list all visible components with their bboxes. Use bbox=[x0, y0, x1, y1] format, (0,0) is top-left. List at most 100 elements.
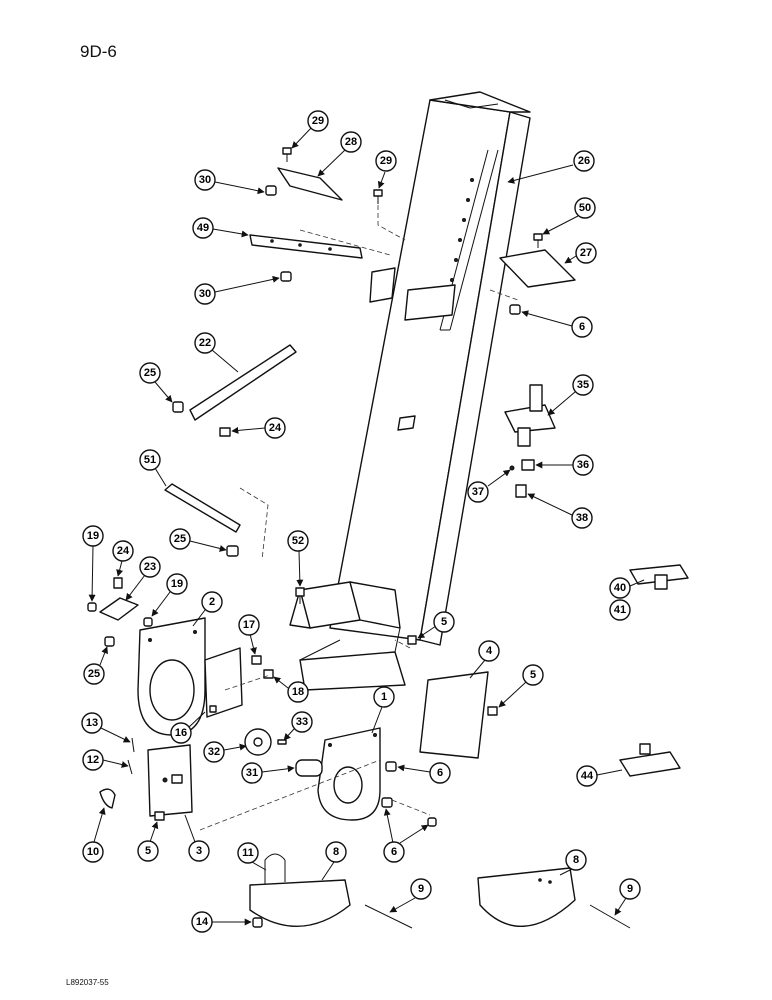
latch-40-41 bbox=[629, 564, 689, 590]
elevator-tube bbox=[289, 91, 531, 691]
latch-10 bbox=[99, 788, 116, 809]
callout-17: 17 bbox=[238, 614, 260, 636]
bolt-18 bbox=[263, 669, 274, 679]
svg-text:5: 5 bbox=[530, 669, 536, 681]
bolt-24 bbox=[219, 427, 231, 437]
callout-29-a: 29 bbox=[307, 110, 329, 132]
svg-text:19: 19 bbox=[87, 530, 99, 542]
callout-5-c: 5 bbox=[137, 840, 159, 862]
callout-31: 31 bbox=[241, 762, 263, 784]
svg-text:30: 30 bbox=[199, 174, 211, 186]
cover-4 bbox=[419, 671, 489, 759]
svg-text:6: 6 bbox=[391, 846, 397, 858]
nut-19-right bbox=[143, 617, 153, 627]
svg-text:40: 40 bbox=[614, 582, 626, 594]
callout-24-a: 24 bbox=[264, 417, 286, 439]
brace-22 bbox=[189, 344, 297, 421]
callout-6-b: 6 bbox=[429, 762, 451, 784]
strap-51 bbox=[164, 483, 241, 533]
svg-text:24: 24 bbox=[269, 422, 282, 434]
svg-text:8: 8 bbox=[573, 854, 579, 866]
shield-8-right bbox=[477, 867, 576, 927]
callout-9-b: 9 bbox=[619, 878, 641, 900]
bolt-5-right bbox=[487, 706, 498, 716]
latch-44 bbox=[619, 743, 681, 777]
svg-text:6: 6 bbox=[437, 767, 443, 779]
callout-33: 33 bbox=[291, 711, 313, 733]
callout-8-b: 8 bbox=[565, 849, 587, 871]
svg-text:22: 22 bbox=[199, 337, 211, 349]
callout-52: 52 bbox=[287, 530, 309, 552]
bushing-31 bbox=[295, 759, 323, 777]
assembly-lines bbox=[199, 205, 519, 831]
svg-text:8: 8 bbox=[333, 846, 339, 858]
callouts: 29 28 29 26 30 50 49 27 30 6 22 25 24 35… bbox=[81, 110, 645, 933]
bracket-28 bbox=[277, 167, 343, 201]
page-number: 9D-6 bbox=[80, 42, 117, 61]
svg-text:41: 41 bbox=[614, 604, 626, 616]
svg-text:28: 28 bbox=[345, 136, 357, 148]
svg-text:5: 5 bbox=[145, 845, 151, 857]
nut-6-lower bbox=[381, 797, 437, 827]
callout-5-a: 5 bbox=[433, 611, 455, 633]
svg-text:36: 36 bbox=[577, 459, 589, 471]
svg-text:13: 13 bbox=[86, 717, 98, 729]
callout-8-a: 8 bbox=[325, 841, 347, 863]
nut-14 bbox=[252, 917, 263, 928]
svg-text:26: 26 bbox=[578, 155, 590, 167]
svg-text:19: 19 bbox=[171, 578, 183, 590]
svg-text:25: 25 bbox=[144, 367, 156, 379]
bolt-50 bbox=[533, 233, 543, 248]
pin-37 bbox=[509, 465, 515, 471]
bolt-24-left bbox=[113, 577, 123, 589]
callout-9-a: 9 bbox=[410, 878, 432, 900]
svg-text:38: 38 bbox=[576, 512, 588, 524]
svg-text:50: 50 bbox=[579, 202, 591, 214]
nut-25-mid bbox=[226, 545, 239, 557]
svg-text:32: 32 bbox=[208, 746, 220, 758]
bolt-5-upper bbox=[407, 635, 417, 645]
callout-26: 26 bbox=[573, 150, 595, 172]
svg-text:25: 25 bbox=[88, 668, 100, 680]
svg-text:33: 33 bbox=[296, 716, 308, 728]
callout-22: 22 bbox=[194, 332, 216, 354]
clip-36 bbox=[521, 459, 535, 471]
nut-25-lower bbox=[104, 636, 115, 647]
callout-10: 10 bbox=[82, 841, 104, 863]
plate-3 bbox=[147, 744, 193, 817]
illustration-reference-code: L892037-55 bbox=[66, 978, 109, 987]
callout-1: 1 bbox=[373, 686, 395, 708]
callout-25-c: 25 bbox=[83, 663, 105, 685]
svg-text:6: 6 bbox=[579, 321, 585, 333]
callout-36: 36 bbox=[572, 454, 594, 476]
svg-text:25: 25 bbox=[174, 533, 186, 545]
bearing-plate-1 bbox=[317, 727, 381, 821]
svg-text:44: 44 bbox=[581, 770, 594, 782]
plate-49 bbox=[249, 234, 363, 259]
svg-text:16: 16 bbox=[175, 727, 187, 739]
callout-38: 38 bbox=[571, 507, 593, 529]
callout-35: 35 bbox=[572, 374, 594, 396]
latch-35 bbox=[504, 384, 556, 447]
svg-text:29: 29 bbox=[380, 155, 392, 167]
callout-30-b: 30 bbox=[194, 283, 216, 305]
svg-text:11: 11 bbox=[242, 847, 254, 859]
callout-37: 37 bbox=[467, 481, 489, 503]
callout-49: 49 bbox=[192, 217, 214, 239]
bolt-17 bbox=[251, 655, 262, 665]
callout-23: 23 bbox=[139, 556, 161, 578]
bolt-52 bbox=[295, 587, 305, 604]
callout-27: 27 bbox=[575, 242, 597, 264]
svg-text:2: 2 bbox=[209, 596, 215, 608]
callout-4: 4 bbox=[478, 640, 500, 662]
svg-text:12: 12 bbox=[87, 754, 99, 766]
svg-text:9: 9 bbox=[627, 883, 633, 895]
callout-29-b: 29 bbox=[375, 150, 397, 172]
callout-18: 18 bbox=[287, 681, 309, 703]
svg-text:49: 49 bbox=[197, 222, 209, 234]
bolt-5-lower bbox=[154, 811, 165, 821]
bracket-23 bbox=[99, 597, 139, 621]
key-33 bbox=[277, 739, 287, 745]
callout-44: 44 bbox=[576, 765, 598, 787]
